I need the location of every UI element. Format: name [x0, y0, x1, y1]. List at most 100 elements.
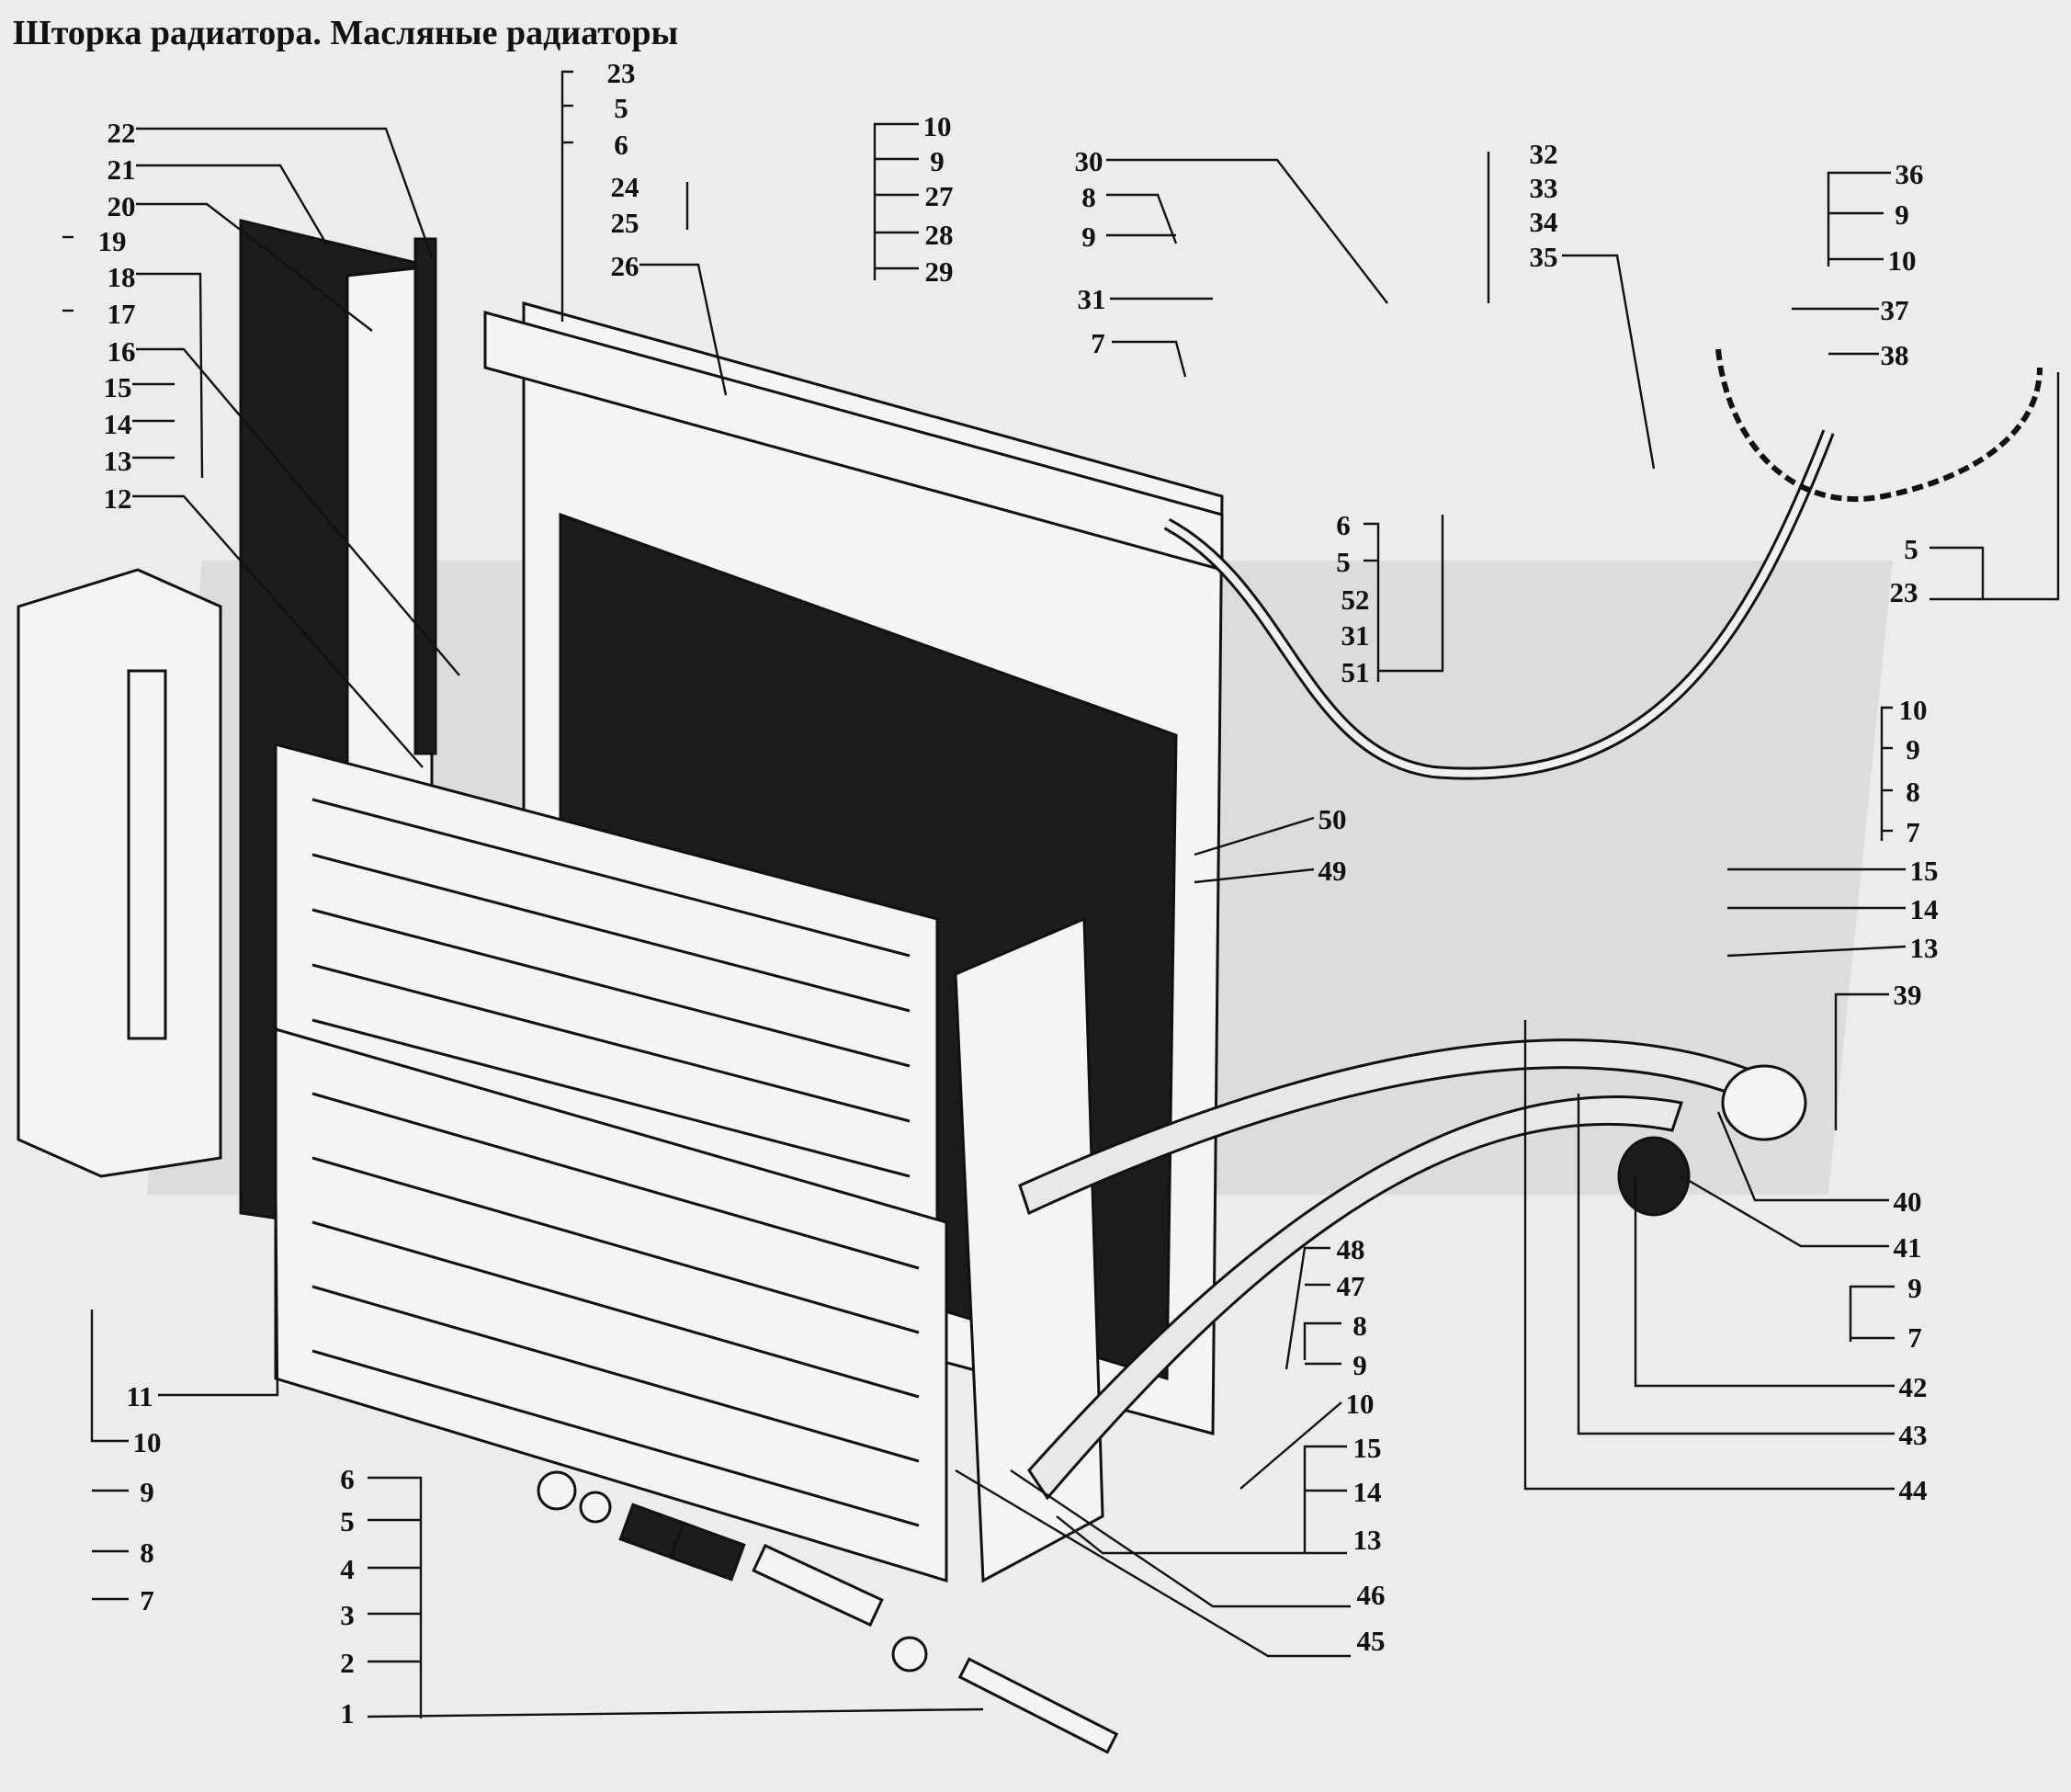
callout-21: 21: [108, 153, 136, 186]
leader-23: [1930, 372, 2060, 601]
callout-9: 9: [1906, 733, 1920, 766]
callout-22: 22: [108, 117, 136, 149]
leader-lines: [62, 70, 2060, 1718]
leader-13: [1726, 945, 1907, 958]
callout-14: 14: [104, 408, 132, 440]
callout-36: 36: [1896, 158, 1924, 190]
callout-17: 17: [108, 298, 136, 330]
page-title: Шторка радиатора. Масляные радиаторы: [13, 14, 679, 52]
leader-30: [1106, 158, 1388, 304]
callout-35: 35: [1530, 241, 1558, 273]
callout-6: 6: [614, 129, 628, 161]
callout-20: 20: [108, 190, 136, 222]
callout-14: 14: [1910, 893, 1939, 925]
callout-11: 11: [126, 1380, 153, 1412]
callout-39: 39: [1894, 979, 1922, 1011]
leader-26: [639, 263, 728, 396]
callout-7: 7: [1091, 327, 1105, 359]
leader-6: [368, 1476, 423, 1718]
callout-26: 26: [611, 250, 639, 282]
control-tube-inner: [1165, 430, 1832, 777]
callout-12: 12: [104, 482, 132, 515]
mounting-bracket: [17, 568, 222, 1178]
callout-18: 18: [108, 261, 136, 293]
callout-7: 7: [140, 1584, 154, 1616]
callout-8: 8: [1352, 1310, 1367, 1342]
callout-23: 23: [1890, 576, 1918, 608]
leader-50: [1194, 816, 1315, 856]
leader-7: [1112, 340, 1187, 378]
leader-35: [1562, 254, 1656, 470]
callout-25: 25: [611, 207, 639, 239]
callout-44: 44: [1899, 1474, 1928, 1506]
leader-13: [1056, 1515, 1347, 1555]
callout-51: 51: [1341, 656, 1370, 688]
leader-36: [1827, 171, 1891, 267]
leader-1: [367, 1707, 984, 1718]
callout-14: 14: [1353, 1476, 1382, 1508]
leader-8: [1303, 1321, 1341, 1360]
callout-10: 10: [133, 1426, 162, 1458]
callout-9: 9: [930, 145, 945, 177]
callout-15: 15: [1910, 855, 1939, 887]
callout-8: 8: [140, 1537, 154, 1569]
oil-radiator-lower-grid: [311, 1092, 920, 1527]
callout-9: 9: [1907, 1272, 1922, 1304]
callout-32: 32: [1530, 138, 1558, 170]
callout-15: 15: [104, 371, 132, 403]
leader-40: [1716, 1111, 1889, 1202]
callout-9: 9: [1895, 198, 1909, 231]
leader-5: [1930, 546, 1985, 599]
callout-34: 34: [1530, 206, 1558, 238]
leader-11: [158, 1157, 279, 1397]
callout-29: 29: [925, 255, 954, 288]
callout-49: 49: [1318, 855, 1347, 887]
callout-45: 45: [1357, 1625, 1386, 1657]
callout-5: 5: [1336, 546, 1351, 578]
leader-10: [90, 1310, 129, 1443]
leader-10: [1880, 706, 1893, 841]
callout-30: 30: [1075, 145, 1103, 177]
leader-48: [1284, 1246, 1330, 1370]
callout-27: 27: [925, 180, 954, 212]
callout-layer: 2221201918171615141312235624252610927282…: [98, 57, 1939, 1730]
leader-39: [1834, 992, 1889, 1130]
leader-51: [1378, 515, 1444, 673]
leader-43: [1577, 1094, 1895, 1435]
callout-31: 31: [1078, 283, 1106, 315]
callout-5: 5: [614, 92, 628, 124]
callout-6: 6: [1336, 509, 1351, 541]
callout-13: 13: [1910, 932, 1939, 964]
leader-22: [136, 127, 434, 258]
leader-44: [1523, 1020, 1895, 1491]
callout-13: 13: [1353, 1524, 1382, 1556]
callout-9: 9: [140, 1476, 154, 1508]
callout-42: 42: [1899, 1371, 1928, 1403]
leader-21: [136, 164, 328, 244]
callout-10: 10: [1899, 694, 1928, 726]
shutter-roller: [413, 237, 437, 755]
callout-10: 10: [1346, 1388, 1375, 1420]
callout-43: 43: [1899, 1419, 1928, 1451]
callout-8: 8: [1906, 776, 1920, 808]
callout-3: 3: [340, 1599, 355, 1631]
callout-5: 5: [1904, 533, 1918, 565]
callout-38: 38: [1881, 339, 1909, 371]
valve-body: [1721, 1064, 1807, 1141]
callout-16: 16: [108, 335, 136, 368]
leader-9: [1849, 1285, 1895, 1342]
oil-radiator-side-bracket: [954, 916, 1104, 1583]
callout-1: 1: [340, 1697, 355, 1730]
callout-15: 15: [1353, 1432, 1382, 1464]
callout-28: 28: [925, 219, 954, 251]
leader-6: [1364, 522, 1380, 682]
tap-body: [1617, 1136, 1691, 1217]
callout-4: 4: [340, 1553, 355, 1585]
leader-10: [873, 122, 919, 280]
callout-23: 23: [607, 57, 636, 89]
leader-41: [1681, 1174, 1889, 1248]
callout-24: 24: [611, 171, 639, 203]
callout-48: 48: [1337, 1233, 1365, 1265]
